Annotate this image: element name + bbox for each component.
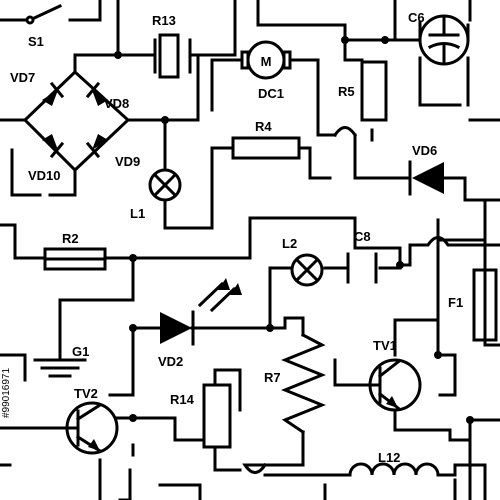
resistor-r2 [43,247,107,271]
inductor-l12 [348,462,440,477]
stock-id-watermark: #99016971 [1,368,12,418]
label-l12: L12 [378,450,400,465]
motor-dc1: M [240,40,292,80]
label-vd8: VD8 [104,96,129,111]
label-l1: L1 [130,206,145,221]
label-c6: C6 [408,10,425,25]
fuse-f1 [472,268,498,342]
label-vd10: VD10 [28,168,61,183]
label-f1: F1 [448,295,463,310]
label-r2: R2 [62,231,79,246]
diode-vd6 [408,160,444,196]
resistor-r5 [360,60,388,122]
label-tv1: TV1 [373,338,397,353]
label-dc1: DC1 [258,86,284,101]
diode-vd9 [85,134,108,159]
lamp-l1 [148,168,182,202]
led-vd2 [160,278,242,346]
diode-bridge [22,69,131,173]
label-vd2: VD2 [158,354,183,369]
switch-s1 [25,15,35,25]
label-r4: R4 [255,119,272,134]
diode-vd10 [42,134,65,159]
transistor-tv2 [65,401,119,455]
label-s1: S1 [28,34,44,49]
label-vd7: VD7 [10,70,35,85]
label-vd6: VD6 [412,143,437,158]
resistor-r7 [281,332,326,435]
label-c8: C8 [354,229,371,244]
ground-g1 [33,358,87,378]
transistor-tv1 [368,358,422,412]
label-r5: R5 [338,84,355,99]
junction-dots [114,36,474,424]
motor-symbol: M [261,54,272,69]
lamp-l2 [290,253,324,287]
label-r7: R7 [264,370,281,385]
component-r13 [153,33,192,79]
diode-vd8 [85,81,108,106]
label-r13: R13 [152,13,176,28]
capacitor-c8 [346,252,378,284]
label-g1: G1 [72,344,89,359]
capacitor-c6 [418,14,470,66]
label-tv2: TV2 [74,386,98,401]
diode-vd7 [42,81,65,106]
resistor-r14 [202,383,232,449]
label-vd9: VD9 [115,154,140,169]
component-labels: S1 R13 C6 VD7 VD8 DC1 R5 R4 VD6 VD9 VD10… [10,10,463,465]
label-r14: R14 [170,392,195,407]
label-l2: L2 [282,236,297,251]
resistor-r4 [231,136,301,160]
